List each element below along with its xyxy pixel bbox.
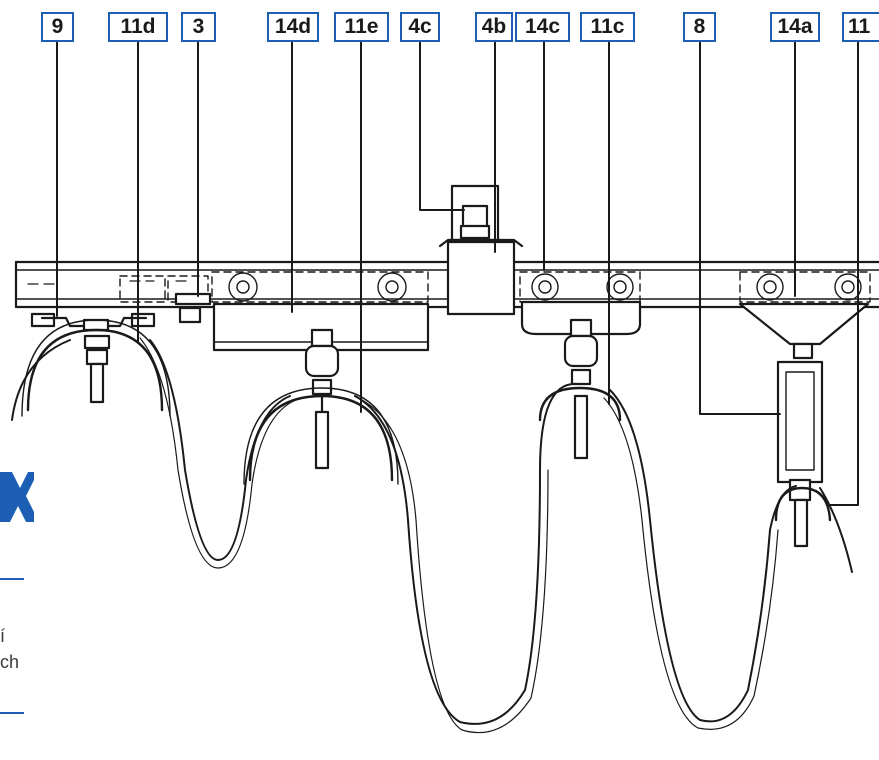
end-clamp <box>30 312 156 332</box>
callout-14d: 14d <box>267 12 319 42</box>
clamp-hanger-left <box>83 334 111 404</box>
callout-3: 3 <box>181 12 216 42</box>
callout-4c: 4c <box>400 12 440 42</box>
side-text-line1: í <box>0 626 6 646</box>
callout-11e: 11e <box>334 12 389 42</box>
callout-9: 9 <box>41 12 74 42</box>
callout-11d: 11d <box>108 12 168 42</box>
trolley-wheels <box>228 272 862 302</box>
callout-8: 8 <box>683 12 716 42</box>
brand-mark <box>0 472 34 522</box>
callout-4b: 4b <box>475 12 513 42</box>
center-bracket <box>438 184 524 316</box>
top-rule <box>0 578 24 580</box>
swivel-hanger-2 <box>563 318 599 460</box>
callout-14c: 14c <box>515 12 570 42</box>
festoon-cables <box>11 337 853 734</box>
link-8 <box>776 360 824 548</box>
swivel-hanger-1 <box>304 328 340 470</box>
clamp-3 <box>174 292 212 324</box>
bottom-rule <box>0 712 24 714</box>
callout-14a: 14a <box>770 12 820 42</box>
trolley-14a-funnel <box>738 302 870 360</box>
leader-lines <box>56 41 859 506</box>
trolley-14c-body <box>520 300 642 336</box>
callout-11-partial: 11 <box>842 12 879 42</box>
callout-11c: 11c <box>580 12 635 42</box>
side-text-line2: ch <box>0 652 20 672</box>
